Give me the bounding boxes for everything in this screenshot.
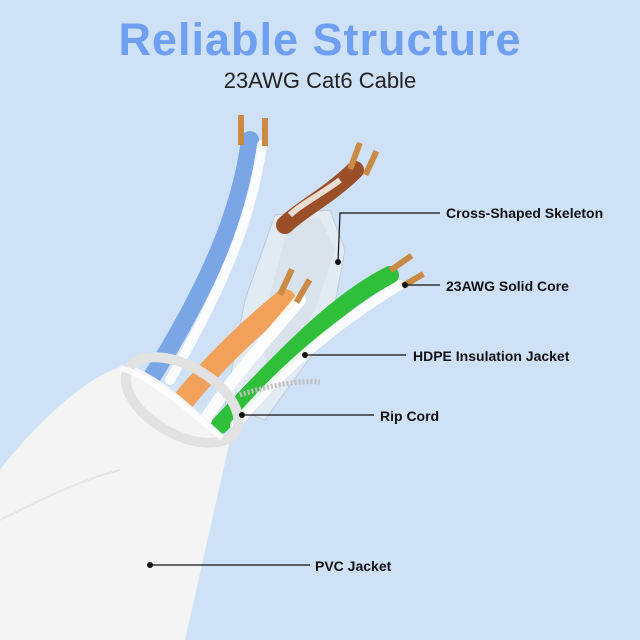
orange-pair bbox=[169, 268, 313, 426]
rip-cord bbox=[239, 379, 321, 398]
green-pair bbox=[211, 253, 425, 434]
page-subtitle: 23AWG Cat6 Cable bbox=[223, 68, 417, 93]
blue-pair bbox=[141, 115, 268, 389]
label-pvc-jacket: PVC Jacket bbox=[315, 558, 392, 574]
callout-dots bbox=[147, 259, 408, 568]
callout-lines bbox=[150, 212, 440, 566]
label-insulation: HDPE Insulation Jacket bbox=[413, 348, 570, 364]
label-solid-core: 23AWG Solid Core bbox=[446, 278, 569, 294]
label-rip-cord: Rip Cord bbox=[380, 408, 440, 424]
brown-pair bbox=[276, 141, 380, 234]
page-title: Reliable Structure bbox=[118, 14, 522, 65]
label-cross-skeleton: Cross-Shaped Skeleton bbox=[446, 205, 604, 221]
pvc-jacket bbox=[0, 352, 244, 640]
